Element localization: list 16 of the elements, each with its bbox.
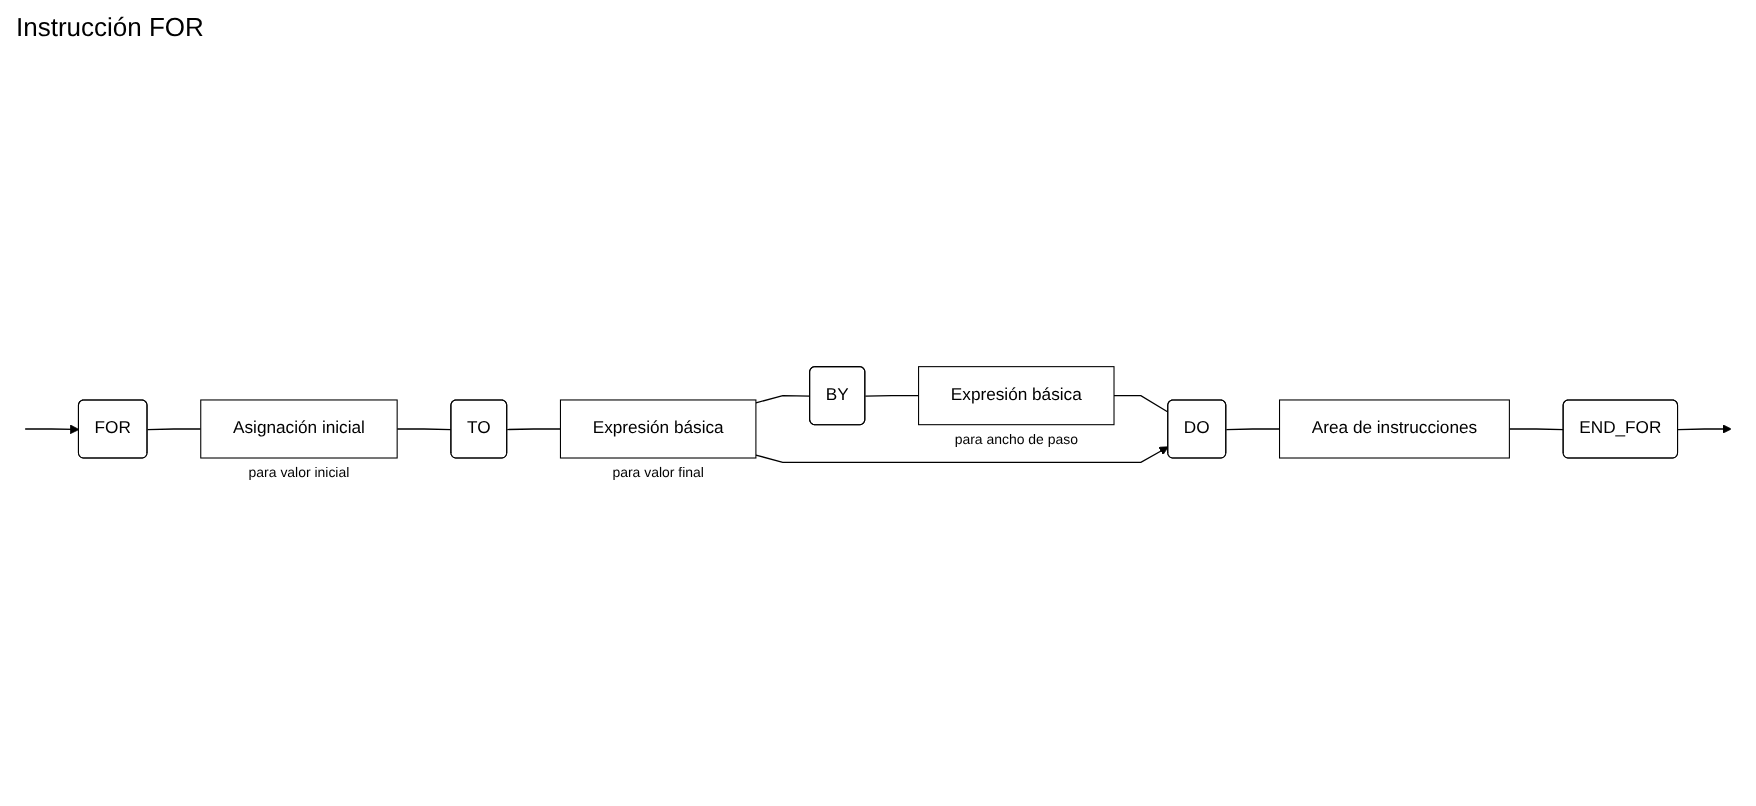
connector (146, 428, 202, 431)
node-box: Expresión básica (559, 399, 757, 459)
connector (506, 428, 562, 431)
connector (864, 395, 920, 397)
node-box: Expresión básica (918, 366, 1115, 426)
arrow (24, 424, 80, 435)
connector (1225, 428, 1281, 431)
node-box: Asignación inicial (200, 399, 398, 459)
connector (755, 395, 811, 404)
arrow (755, 446, 1169, 463)
connector (1113, 395, 1169, 413)
arrow (1677, 424, 1732, 434)
diagram-title: Instrucción FOR (16, 12, 204, 42)
connector (396, 428, 453, 431)
connector (1508, 428, 1565, 431)
node-box: Area de instrucciones (1279, 399, 1510, 459)
